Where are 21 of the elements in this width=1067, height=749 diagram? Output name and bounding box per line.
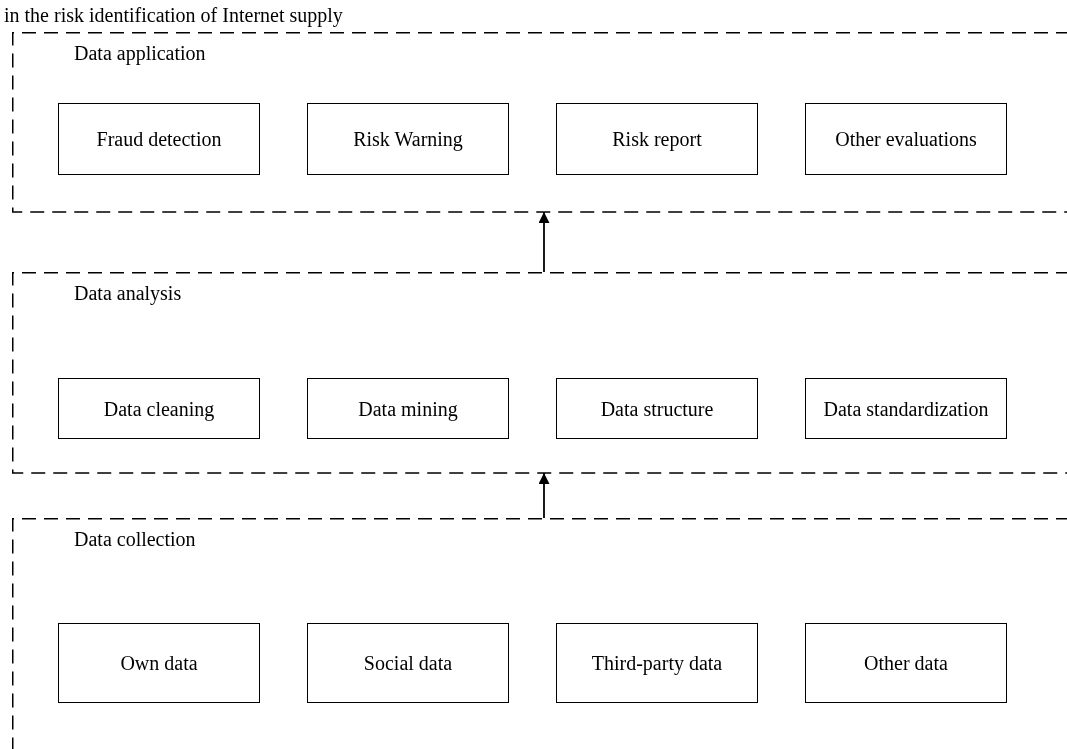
process-box: Data standardization — [805, 378, 1007, 439]
arrow — [538, 472, 550, 519]
process-box: Risk Warning — [307, 103, 509, 175]
process-box: Other evaluations — [805, 103, 1007, 175]
process-box: Fraud detection — [58, 103, 260, 175]
arrow — [538, 211, 550, 273]
process-box: Data cleaning — [58, 378, 260, 439]
layer-title: Data collection — [74, 528, 196, 551]
process-box: Other data — [805, 623, 1007, 703]
process-box: Own data — [58, 623, 260, 703]
process-box: Social data — [307, 623, 509, 703]
dashed-layer-panel — [12, 518, 1067, 749]
process-box: Data mining — [307, 378, 509, 439]
dashed-layer-panel — [12, 32, 1067, 212]
process-box: Data structure — [556, 378, 758, 439]
note-text: in the risk identification of Internet supply — [4, 4, 343, 27]
layer-title: Data application — [74, 42, 206, 65]
process-box: Third-party data — [556, 623, 758, 703]
process-box: Risk report — [556, 103, 758, 175]
dashed-layer-panel — [12, 272, 1067, 473]
layer-title: Data analysis — [74, 282, 182, 305]
